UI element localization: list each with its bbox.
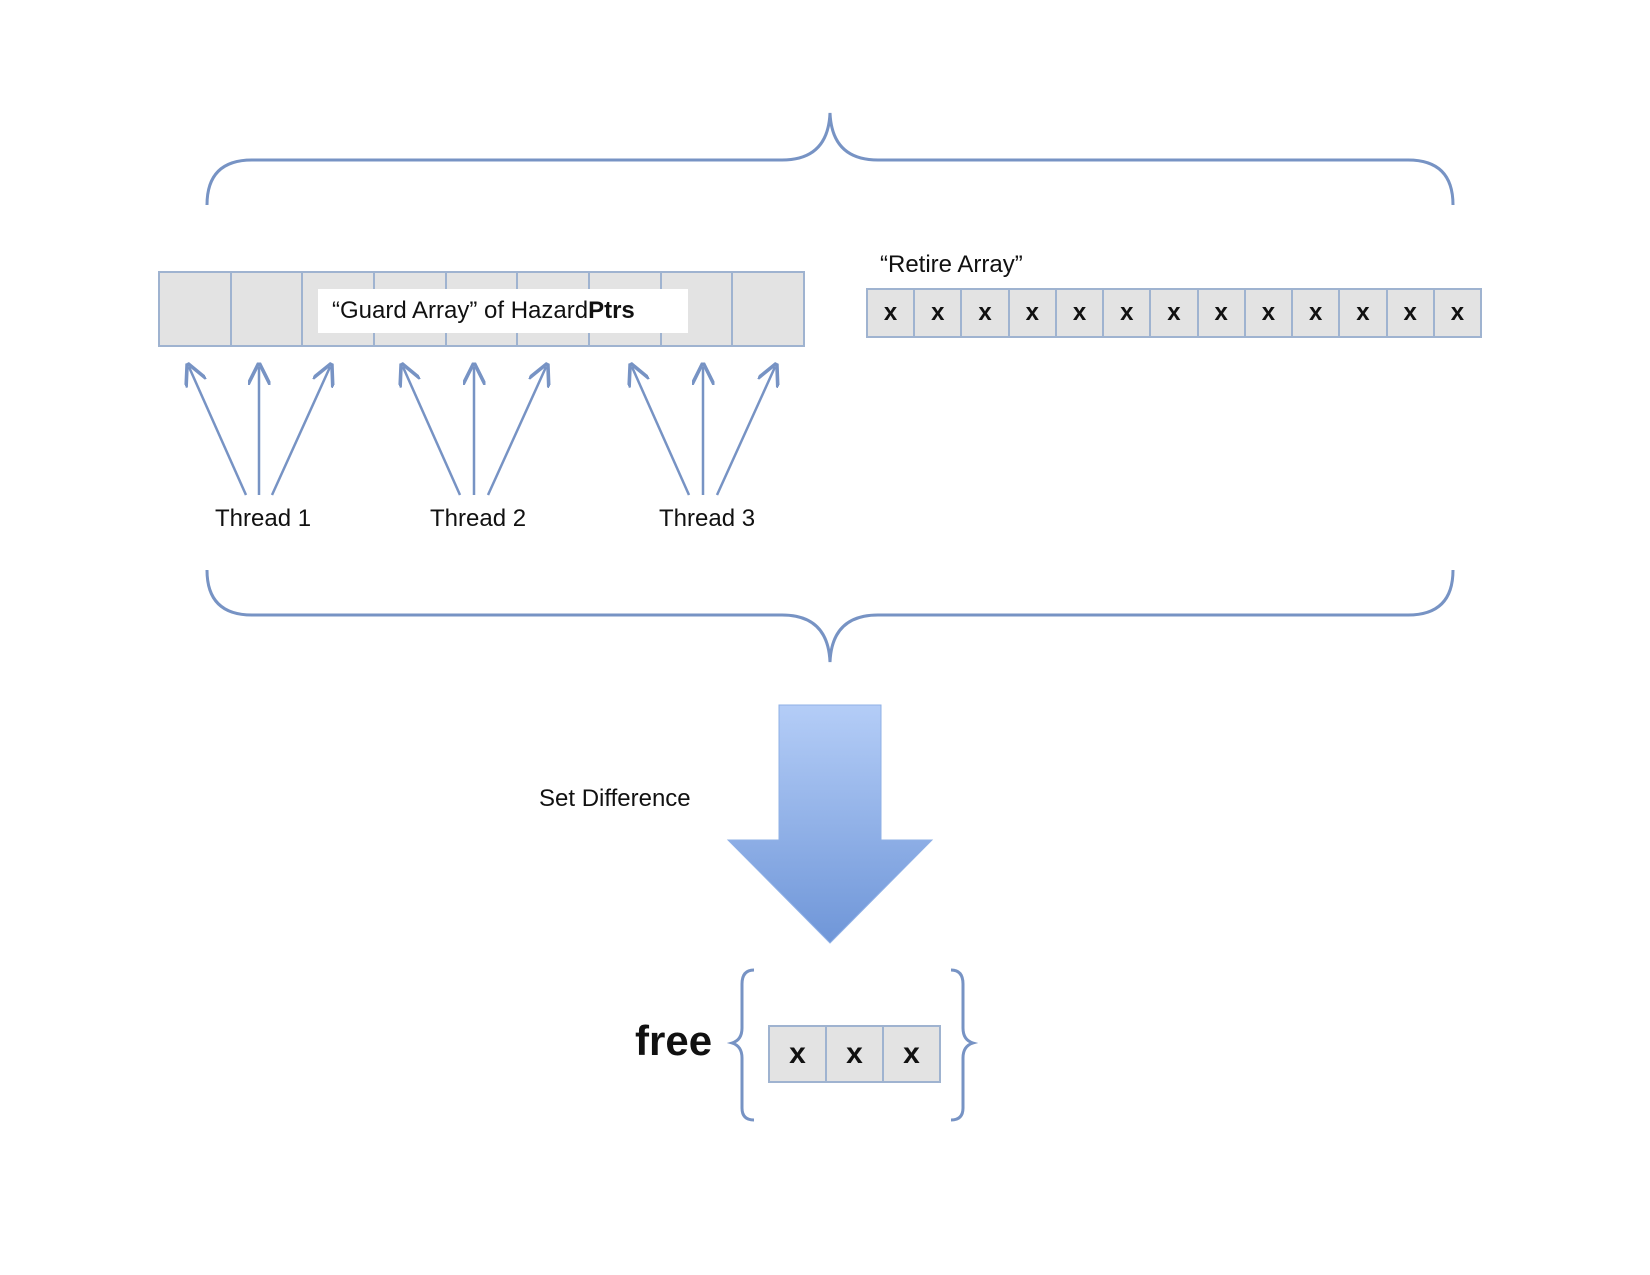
retire-array-cell: x [866,288,916,338]
thread-1-label: Thread 1 [215,505,312,532]
thread-arrow [403,367,462,496]
free-set-cell: x [768,1025,827,1083]
retire-array-cell: x [960,288,1010,338]
free-left-brace [726,968,755,1122]
guard-array-label: “Guard Array” of Hazard Ptrs [318,289,688,333]
bottom-brace [205,569,1455,663]
thread-arrow [632,367,691,496]
free-label: free [635,1017,713,1064]
free-right-brace [950,968,979,1122]
retire-array-cell: x [1432,288,1482,338]
retire-array-cell: x [1149,288,1199,338]
guard-array-label-bold: Ptrs [588,297,635,324]
guard-array-label-text: “Guard Array” of Hazard [332,297,589,324]
thread-2-arrows [403,367,546,496]
retire-array-cell: x [1196,288,1246,338]
retire-array-cell: x [1385,288,1435,338]
thread-1-arrows [189,367,330,496]
guard-array-cell [229,271,304,347]
retire-array-cell: x [1054,288,1105,338]
top-brace [205,112,1455,206]
set-difference-label: Set Difference [539,785,691,812]
retire-array-cell: x [1007,288,1057,338]
guard-array-cell [731,271,805,347]
set-difference-arrow [726,704,934,944]
thread-arrow [715,367,775,496]
thread-2-label: Thread 2 [430,505,527,532]
thread-arrow [189,367,248,496]
retire-array-label: “Retire Array” [880,251,1023,278]
retire-array-cell: x [1243,288,1294,338]
guard-array-cell [158,271,232,347]
free-set-cell: x [825,1025,884,1083]
thread-3-label: Thread 3 [659,505,756,532]
free-set-cell: x [882,1025,941,1083]
retire-array-cell: x [1291,288,1341,338]
retire-array-cell: x [1338,288,1388,338]
retire-array-cell: x [1102,288,1152,338]
thread-3-arrows [632,367,775,496]
retire-array-cell: x [913,288,963,338]
thread-arrow [486,367,546,496]
thread-arrow [270,367,330,496]
